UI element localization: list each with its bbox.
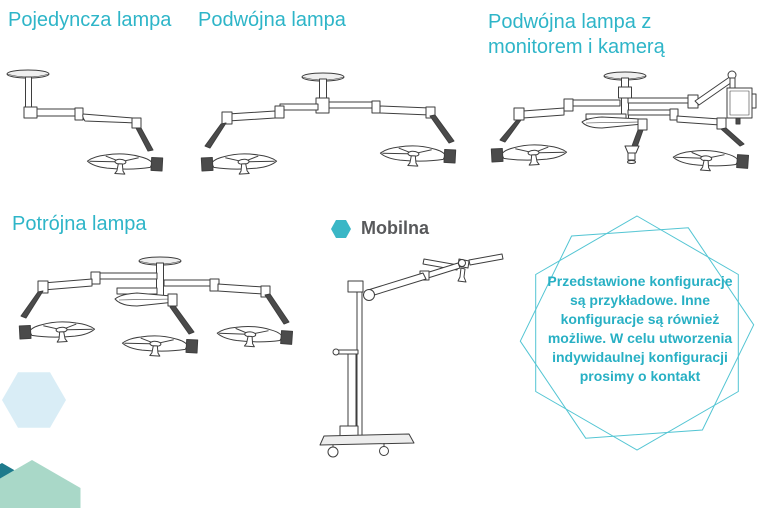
hexagon-icon [331, 219, 351, 238]
section-title-double: Podwójna lampa [198, 9, 346, 31]
decor-hexagon-seafoam [0, 460, 81, 508]
decor-hexagons [0, 372, 81, 508]
mobile-lamp-drawing [319, 253, 504, 458]
note-hexagon-star [519, 215, 755, 451]
section-title-single: Pojedyncza lampa [8, 9, 172, 31]
section-title-mobile: Mobilna [330, 218, 429, 239]
monitor-icon [726, 87, 753, 119]
single-lamp-drawing [6, 69, 164, 177]
decor-hexagon-lightblue [2, 372, 66, 428]
section-title-double-monitor: Podwójna lampa z monitorem i kamerą [488, 11, 665, 58]
note-text: Przedstawione konfiguracje są przykładow… [547, 273, 733, 384]
triple-lamp-drawing [18, 256, 294, 358]
double-lamp-drawing [200, 72, 457, 177]
camera-icon [624, 145, 640, 164]
section-title-triple: Potrójna lampa [12, 213, 147, 235]
double-lamp-monitor-camera-drawing [490, 70, 757, 174]
mobile-label: Mobilna [361, 218, 429, 238]
